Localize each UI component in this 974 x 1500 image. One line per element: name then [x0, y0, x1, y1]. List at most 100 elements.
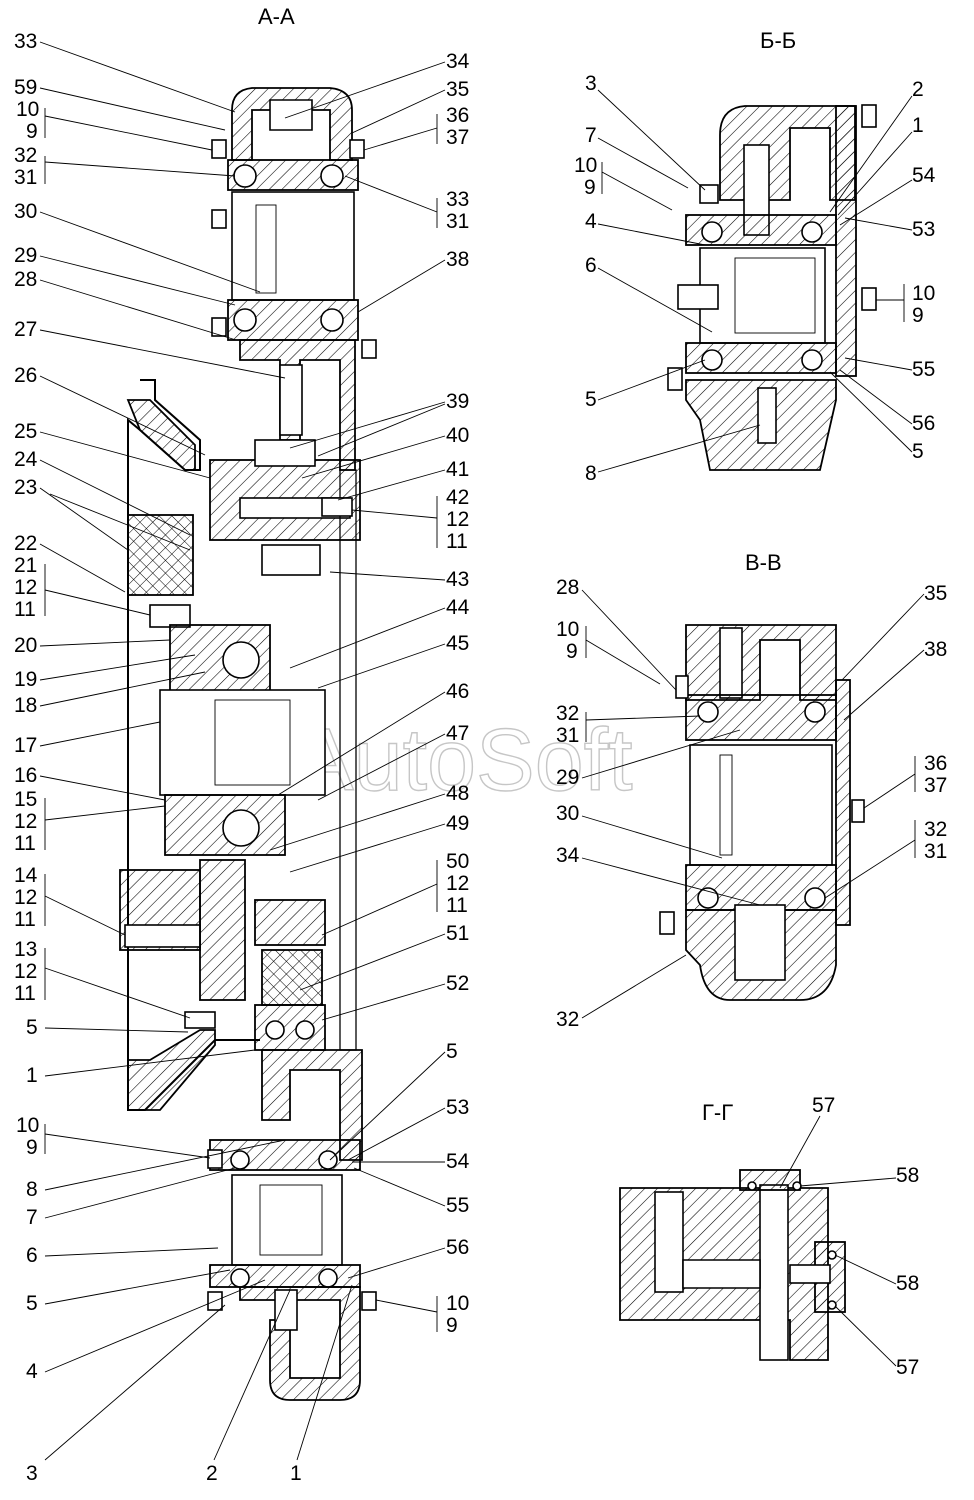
- label-17: 17: [14, 734, 37, 757]
- vv-label-31-a: 31: [556, 724, 579, 747]
- label-1-left: 1: [26, 1064, 38, 1087]
- label-11-d: 11: [14, 982, 36, 1005]
- label-9-top: 9: [26, 120, 38, 143]
- bb-labels: 3 7 10 9 4 6 5 8 2 1 54 53 10 9 55 56 5: [574, 72, 936, 485]
- label-10-bottom: 10: [16, 1114, 39, 1137]
- label-8: 8: [26, 1178, 38, 1201]
- vv-label-32-b: 32: [556, 1008, 579, 1031]
- label-10-right: 10: [446, 1292, 469, 1315]
- label-36: 36: [446, 104, 469, 127]
- label-5-bottom: 5: [26, 1292, 38, 1315]
- bb-label-56: 56: [912, 412, 935, 435]
- label-52: 52: [446, 972, 469, 995]
- label-14: 14: [14, 864, 38, 887]
- label-11-r2: 11: [446, 894, 468, 917]
- aa-bottom-labels: 2 1: [206, 1284, 353, 1485]
- bb-label-9-r: 9: [912, 304, 924, 327]
- label-50: 50: [446, 850, 469, 873]
- bb-label-5-a: 5: [585, 388, 597, 411]
- section-gg-drawing: [619, 1169, 846, 1361]
- bb-label-5-b: 5: [912, 440, 924, 463]
- gg-label-58-top: 58: [896, 1164, 919, 1187]
- label-10-top: 10: [16, 98, 39, 121]
- label-48: 48: [446, 782, 469, 805]
- label-12-a: 12: [14, 576, 37, 599]
- section-vv-title: В-В: [745, 550, 782, 575]
- label-27: 27: [14, 318, 37, 341]
- gg-label-57-top: 57: [812, 1094, 835, 1117]
- label-55: 55: [446, 1194, 469, 1217]
- section-bb-title: Б-Б: [760, 28, 796, 53]
- label-31: 31: [14, 166, 37, 189]
- aa-left-labels: 33 59 10 9 32 31 30 29 28 27 26 25 24 23…: [14, 30, 286, 1485]
- label-6: 6: [26, 1244, 38, 1267]
- label-12-d: 12: [14, 960, 37, 983]
- vv-label-37: 37: [924, 774, 947, 797]
- vv-label-34: 34: [556, 844, 580, 867]
- label-4: 4: [26, 1360, 38, 1383]
- label-44: 44: [446, 596, 470, 619]
- bb-label-54: 54: [912, 164, 936, 187]
- label-53: 53: [446, 1096, 469, 1119]
- label-39: 39: [446, 390, 469, 413]
- watermark: AutoSoft: [295, 710, 633, 809]
- label-26: 26: [14, 364, 37, 387]
- label-9-right: 9: [446, 1314, 458, 1337]
- section-bb-drawing: [667, 104, 877, 471]
- label-5-left: 5: [26, 1016, 38, 1039]
- label-29: 29: [14, 244, 37, 267]
- bb-label-10-r: 10: [912, 282, 935, 305]
- vv-label-32-c: 32: [924, 818, 947, 841]
- bb-label-2: 2: [912, 78, 924, 101]
- label-47: 47: [446, 722, 469, 745]
- vv-label-35: 35: [924, 582, 947, 605]
- label-13: 13: [14, 938, 37, 961]
- label-42: 42: [446, 486, 469, 509]
- label-5-right: 5: [446, 1040, 458, 1063]
- bb-label-1: 1: [912, 114, 924, 137]
- gg-label-58-bottom: 58: [896, 1272, 919, 1295]
- label-3: 3: [26, 1462, 38, 1485]
- label-45: 45: [446, 632, 469, 655]
- label-7: 7: [26, 1206, 38, 1229]
- label-33-left: 33: [14, 30, 37, 53]
- label-19: 19: [14, 668, 37, 691]
- label-20: 20: [14, 634, 37, 657]
- label-12-b: 12: [14, 810, 37, 833]
- vv-labels: 28 10 9 32 31 29 30 34 32 35 38 36 37 32…: [556, 576, 947, 1031]
- label-30: 30: [14, 200, 37, 223]
- label-16: 16: [14, 764, 37, 787]
- label-9-bottom: 9: [26, 1136, 38, 1159]
- bb-label-53: 53: [912, 218, 935, 241]
- vv-label-32-a: 32: [556, 702, 579, 725]
- gg-labels: 57 58 58 57: [779, 1094, 919, 1379]
- bb-label-6: 6: [585, 254, 597, 277]
- label-59: 59: [14, 76, 37, 99]
- label-12-r1: 12: [446, 508, 469, 531]
- label-40: 40: [446, 424, 469, 447]
- label-15: 15: [14, 788, 37, 811]
- label-1-bottom: 1: [290, 1462, 302, 1485]
- vv-label-28: 28: [556, 576, 579, 599]
- label-25: 25: [14, 420, 37, 443]
- label-11-a: 11: [14, 598, 36, 621]
- vv-label-38: 38: [924, 638, 947, 661]
- label-31-right: 31: [446, 210, 469, 233]
- label-46: 46: [446, 680, 469, 703]
- label-22: 22: [14, 532, 37, 555]
- label-21: 21: [14, 554, 37, 577]
- label-33-right: 33: [446, 188, 469, 211]
- label-34: 34: [446, 50, 470, 73]
- label-51: 51: [446, 922, 469, 945]
- vv-label-31-c: 31: [924, 840, 947, 863]
- gg-label-57-bottom: 57: [896, 1356, 919, 1379]
- vv-label-10: 10: [556, 618, 579, 641]
- section-aa-title: А-А: [258, 4, 295, 29]
- label-23: 23: [14, 476, 37, 499]
- label-12-c: 12: [14, 886, 37, 909]
- label-43: 43: [446, 568, 469, 591]
- label-24: 24: [14, 448, 38, 471]
- bb-label-4: 4: [585, 210, 597, 233]
- bb-label-7: 7: [585, 124, 597, 147]
